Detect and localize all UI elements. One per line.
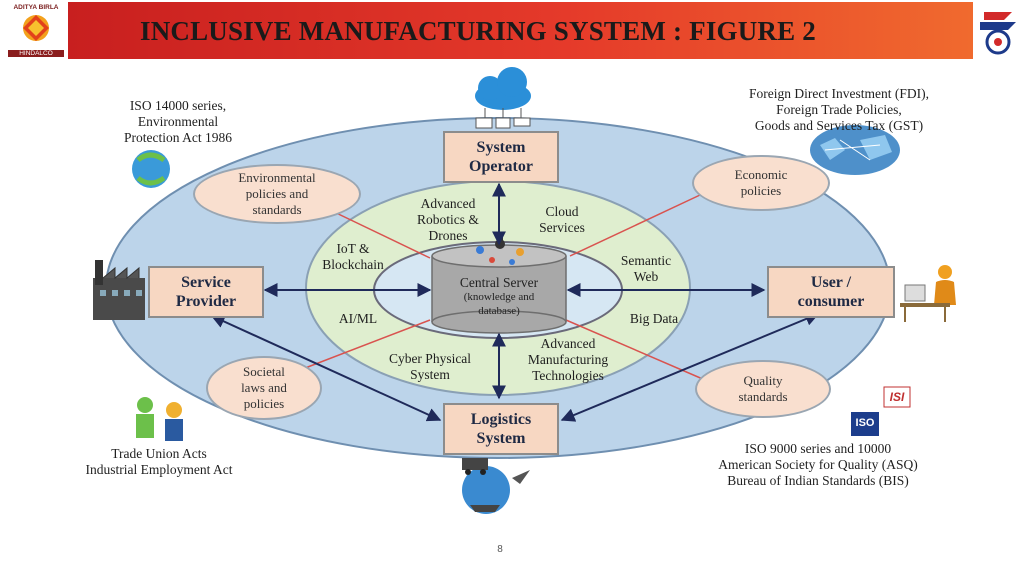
note-line: Protection Act 1986 <box>124 130 232 145</box>
cloud-icon <box>475 67 531 129</box>
bubble-line: laws and <box>241 380 287 395</box>
note-line: Trade Union Acts <box>111 446 207 461</box>
societal-laws-bubble: Societal laws and policies <box>206 356 322 420</box>
system-operator-box: System Operator <box>443 131 559 183</box>
user-at-desk-icon <box>900 265 956 322</box>
label-line: System <box>410 367 450 382</box>
label-line: Blockchain <box>322 257 384 272</box>
big-data-label: Big Data <box>620 311 688 327</box>
cloud-services-label: Cloud Services <box>524 204 600 236</box>
note-line: Industrial Employment Act <box>85 462 233 477</box>
bubble-line: policies <box>740 183 782 198</box>
note-line: Environmental <box>137 114 219 129</box>
title-banner: INCLUSIVE MANUFACTURING SYSTEM : FIGURE … <box>68 2 973 59</box>
bubble-line: Environmental <box>238 170 316 185</box>
label-line: IoT & <box>336 241 370 256</box>
system-operator-line-1: System <box>476 139 526 156</box>
labour-regulations-note: Trade Union Acts Industrial Employment A… <box>64 446 254 478</box>
factory-icon <box>93 260 145 320</box>
note-line: Foreign Trade Policies, <box>776 102 902 117</box>
semantic-web-label: Semantic Web <box>610 253 682 285</box>
central-server-subtitle-1: (knowledge and <box>463 291 535 303</box>
advanced-robotics-label: Advanced Robotics & Drones <box>400 196 496 244</box>
bubble-line: Societal <box>243 364 285 379</box>
central-server-title: Central Server <box>459 275 539 290</box>
logistics-system-line-1: Logistics <box>470 411 532 428</box>
iso-badge <box>851 412 879 436</box>
note-line: ISO 9000 series and 10000 <box>744 441 892 456</box>
aditya-birla-hindalco-logo: ADITYA BIRLA HINDALCO <box>8 4 64 58</box>
note-line: ISO 14000 series, <box>129 98 227 113</box>
user-consumer-line-1: User / <box>810 274 852 291</box>
central-server-label: Central Server (knowledge and database) <box>432 276 566 318</box>
note-line: Bureau of Indian Standards (BIS) <box>727 473 909 488</box>
isi-badge-label: ISI <box>889 390 905 404</box>
arrow-provider-logistics <box>210 314 442 422</box>
iso-badge-label: ISO <box>855 417 875 429</box>
transport-globe-icon <box>462 458 530 514</box>
environmental-regulations-note: ISO 14000 series, Environmental Protecti… <box>108 98 248 146</box>
cyber-physical-label: Cyber Physical System <box>378 351 482 383</box>
world-map-network-icon <box>810 125 900 175</box>
central-server-subtitle-2: database) <box>478 305 520 317</box>
logo-text-top: ADITYA BIRLA <box>13 4 59 11</box>
logistics-system-box: Logistics System <box>443 403 559 455</box>
environmental-policies-bubble: Environmental policies and standards <box>193 164 361 224</box>
label-line: Web <box>633 269 659 284</box>
label-line: Technologies <box>532 368 604 383</box>
label-line: Cloud <box>545 204 579 219</box>
recycle-globe-icon <box>132 150 170 188</box>
bubble-line: Quality <box>743 373 783 388</box>
emblem-icon <box>980 12 1016 55</box>
advanced-manufacturing-label: Advanced Manufacturing Technologies <box>516 336 620 384</box>
ai-ml-label: AI/ML <box>326 311 390 327</box>
service-provider-line-2: Provider <box>175 293 237 310</box>
note-line: Goods and Services Tax (GST) <box>754 118 924 133</box>
service-provider-line-1: Service <box>181 274 231 291</box>
economic-policies-bubble: Economic policies <box>692 155 830 211</box>
label-line: Semantic <box>620 253 672 268</box>
arrow-user-logistics <box>560 312 820 422</box>
system-operator-line-2: Operator <box>469 158 533 175</box>
label-line: Big Data <box>629 311 679 326</box>
isi-badge <box>883 386 911 408</box>
label-line: AI/ML <box>338 311 378 326</box>
sun-emblem-icon <box>23 15 49 41</box>
central-server-cylinder <box>431 234 567 334</box>
label-line: Drones <box>428 228 468 243</box>
bubble-line: Economic <box>734 167 788 182</box>
economic-regulations-note: Foreign Direct Investment (FDI), Foreign… <box>724 86 954 134</box>
quality-regulations-note: ISO 9000 series and 10000 American Socie… <box>700 441 936 489</box>
label-line: Services <box>539 220 585 235</box>
bubble-line: standards <box>252 202 302 217</box>
user-consumer-line-2: consumer <box>797 293 865 310</box>
logistics-system-line-2: System <box>476 430 526 447</box>
label-line: Robotics & <box>417 212 479 227</box>
note-line: Foreign Direct Investment (FDI), <box>749 86 929 101</box>
note-line: American Society for Quality (ASQ) <box>718 457 918 472</box>
iot-blockchain-label: IoT & Blockchain <box>314 241 392 273</box>
institution-logo <box>976 6 1020 56</box>
quality-standards-bubble: Quality standards <box>695 360 831 418</box>
bubble-line: policies and <box>245 186 309 201</box>
service-provider-box: Service Provider <box>148 266 264 318</box>
label-line: Cyber Physical <box>388 351 472 366</box>
bubble-line: policies <box>243 396 285 411</box>
workers-icon <box>136 397 183 441</box>
label-line: Advanced <box>540 336 596 351</box>
bubble-line: standards <box>738 389 788 404</box>
page-number: 8 <box>497 544 503 555</box>
user-consumer-box: User / consumer <box>767 266 895 318</box>
logo-text-bottom: HINDALCO <box>8 50 64 57</box>
label-line: Manufacturing <box>527 352 609 367</box>
label-line: Advanced <box>420 196 476 211</box>
page-title: INCLUSIVE MANUFACTURING SYSTEM : FIGURE … <box>139 16 816 46</box>
